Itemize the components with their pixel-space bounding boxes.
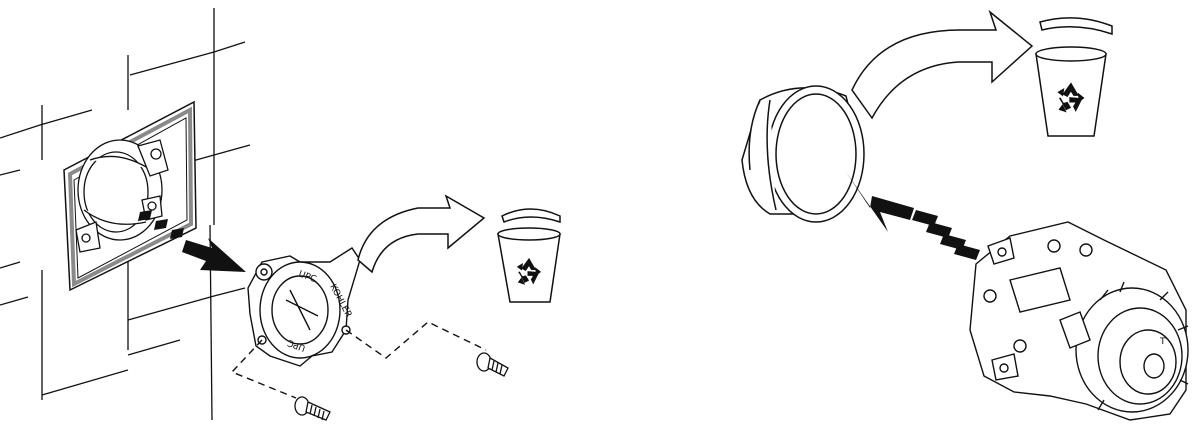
recycle-bin bbox=[1036, 18, 1112, 136]
trim-sleeve bbox=[742, 86, 864, 222]
push-in-arrow bbox=[846, 172, 980, 260]
right-panel: T bbox=[742, 12, 1188, 420]
left-panel: KOHLER UPC UPC bbox=[0, 8, 560, 420]
screw bbox=[477, 353, 508, 376]
cartridge-mark-label: T bbox=[1159, 337, 1166, 347]
plaster-cap: KOHLER UPC UPC bbox=[248, 248, 360, 366]
curved-arrow bbox=[852, 12, 1032, 118]
screw bbox=[295, 397, 330, 420]
valve-cartridge: T bbox=[970, 222, 1188, 420]
curved-arrow bbox=[358, 196, 484, 272]
recycle-bin bbox=[498, 209, 560, 302]
